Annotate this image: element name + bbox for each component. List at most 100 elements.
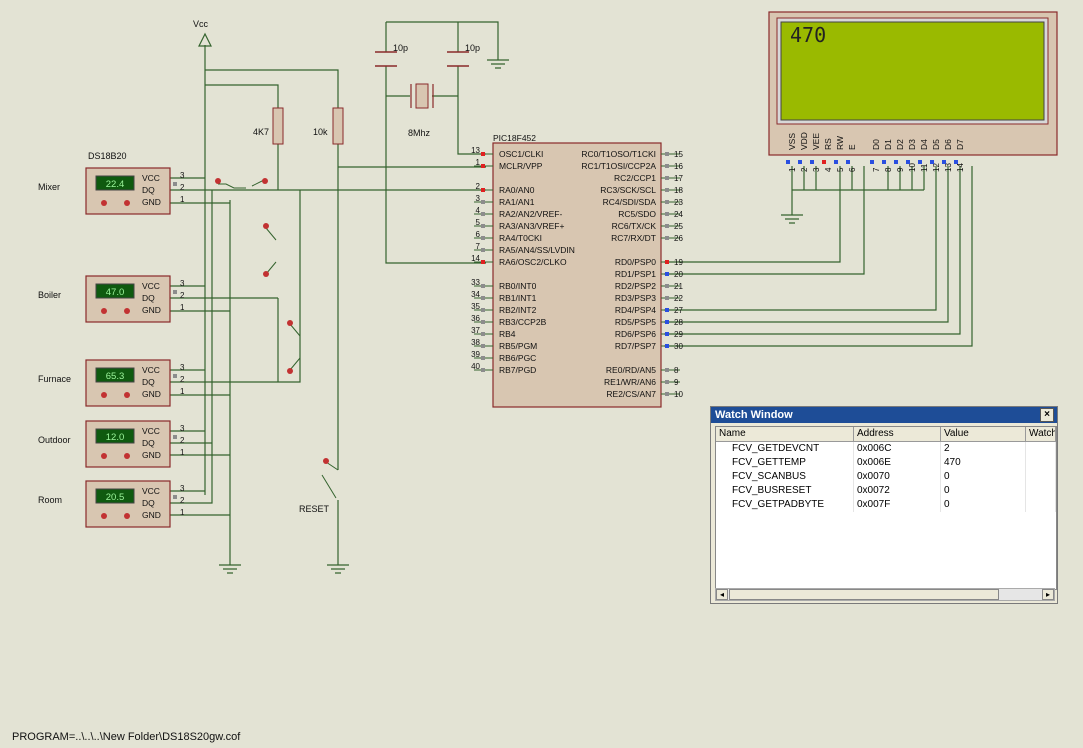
mcu-pin-17[interactable]	[665, 176, 669, 180]
lcd-pin-rs[interactable]	[822, 160, 826, 164]
dq-switch-3[interactable]	[287, 320, 301, 374]
mcu-pin-25[interactable]	[665, 224, 669, 228]
sensor-button-up[interactable]	[124, 308, 130, 314]
reset-button[interactable]	[321, 458, 339, 499]
mcu-pin-35[interactable]	[481, 308, 485, 312]
mcu-pin-37[interactable]	[481, 332, 485, 336]
mcu-pin-9[interactable]	[665, 380, 669, 384]
lcd-pin-d7[interactable]	[954, 160, 958, 164]
mcu-pin-13[interactable]	[481, 152, 485, 156]
scroll-left-icon[interactable]: ◂	[716, 589, 728, 600]
close-icon[interactable]: ×	[1040, 408, 1054, 422]
dq-switch-2[interactable]	[263, 223, 277, 277]
mcu-pin-15[interactable]	[665, 152, 669, 156]
column-header-address[interactable]: Address	[854, 427, 941, 441]
scrollbar-thumb[interactable]	[729, 589, 999, 600]
sensor-dq-pin[interactable]	[173, 182, 177, 186]
watch-window[interactable]: Watch Window × Name Address Value Watch …	[710, 406, 1058, 604]
resistor-4k7[interactable]	[272, 107, 284, 145]
lcd-pin-d1[interactable]	[882, 160, 886, 164]
lcd-pin-d2[interactable]	[894, 160, 898, 164]
mcu-pin-29[interactable]	[665, 332, 669, 336]
column-header-name[interactable]: Name	[716, 427, 854, 441]
mcu-pin-33[interactable]	[481, 284, 485, 288]
resistor-10k[interactable]	[332, 107, 344, 145]
sensor-dq-pin[interactable]	[173, 435, 177, 439]
mcu-pin-39[interactable]	[481, 356, 485, 360]
column-header-value[interactable]: Value	[941, 427, 1026, 441]
scroll-right-icon[interactable]: ▸	[1042, 589, 1054, 600]
mcu-pin-38[interactable]	[481, 344, 485, 348]
column-header-watch[interactable]: Watch	[1026, 427, 1056, 441]
mcu-pin-21[interactable]	[665, 284, 669, 288]
sensor-button-down[interactable]	[101, 308, 107, 314]
lcd-pin-d5[interactable]	[930, 160, 934, 164]
mcu-pin-2[interactable]	[481, 188, 485, 192]
mcu-pin-24[interactable]	[665, 212, 669, 216]
mcu-pin-6[interactable]	[481, 236, 485, 240]
mcu-pin-7[interactable]	[481, 248, 485, 252]
mcu-pin-20[interactable]	[665, 272, 669, 276]
mcu-pin-30[interactable]	[665, 344, 669, 348]
crystal[interactable]	[410, 83, 434, 109]
lcd-module[interactable]: 470 VSS1VDD2VEE3RS4RW5E6D07D18D29D310D41…	[768, 11, 1058, 172]
horizontal-scrollbar[interactable]: ◂ ▸	[715, 588, 1055, 601]
lcd-pin-e[interactable]	[846, 160, 850, 164]
lcd-pin-rw[interactable]	[834, 160, 838, 164]
lcd-pin-d6[interactable]	[942, 160, 946, 164]
mcu-pin-4[interactable]	[481, 212, 485, 216]
sensor-button-up[interactable]	[124, 453, 130, 459]
mcu-pin-22[interactable]	[665, 296, 669, 300]
mcu-pin-36[interactable]	[481, 320, 485, 324]
mcu-pin-18[interactable]	[665, 188, 669, 192]
mcu-pin-14[interactable]	[481, 260, 485, 264]
mcu-pin-27[interactable]	[665, 308, 669, 312]
capacitor-c2[interactable]	[447, 51, 469, 67]
mcu-pin-23[interactable]	[665, 200, 669, 204]
watch-window-titlebar[interactable]: Watch Window ×	[711, 407, 1057, 423]
mcu-pin-19[interactable]	[665, 260, 669, 264]
sensor-button-down[interactable]	[101, 513, 107, 519]
sensor-dq-pin[interactable]	[173, 495, 177, 499]
lcd-pin-d0[interactable]	[870, 160, 874, 164]
capacitor-c1[interactable]	[375, 51, 397, 67]
sensor-dq-pin[interactable]	[173, 374, 177, 378]
lcd-pin-vdd[interactable]	[798, 160, 802, 164]
mcu-pin-3[interactable]	[481, 200, 485, 204]
mcu-body[interactable]	[492, 142, 662, 408]
sensor-button-up[interactable]	[124, 200, 130, 206]
sensor-button-up[interactable]	[124, 392, 130, 398]
lcd-pin-d4[interactable]	[918, 160, 922, 164]
sensor-button-down[interactable]	[101, 200, 107, 206]
lcd-pin-d3[interactable]	[906, 160, 910, 164]
sensor-dq-pin[interactable]	[173, 290, 177, 294]
mcu-pin-34[interactable]	[481, 296, 485, 300]
lcd-pin-vss[interactable]	[786, 160, 790, 164]
mcu-pin-28[interactable]	[665, 320, 669, 324]
sensor-button-down[interactable]	[101, 392, 107, 398]
mcu-pin-16[interactable]	[665, 164, 669, 168]
mcu-pin-8[interactable]	[665, 368, 669, 372]
lcd-pin-vee[interactable]	[810, 160, 814, 164]
mcu-pin-10[interactable]	[665, 392, 669, 396]
mcu-pin-26[interactable]	[665, 236, 669, 240]
sensor-button-up[interactable]	[124, 513, 130, 519]
mcu-pin-40[interactable]	[481, 368, 485, 372]
mcu-pin-1[interactable]	[481, 164, 485, 168]
mcu-pin-5[interactable]	[481, 224, 485, 228]
dq-switch-1[interactable]	[215, 178, 268, 189]
sensor-button-down[interactable]	[101, 453, 107, 459]
